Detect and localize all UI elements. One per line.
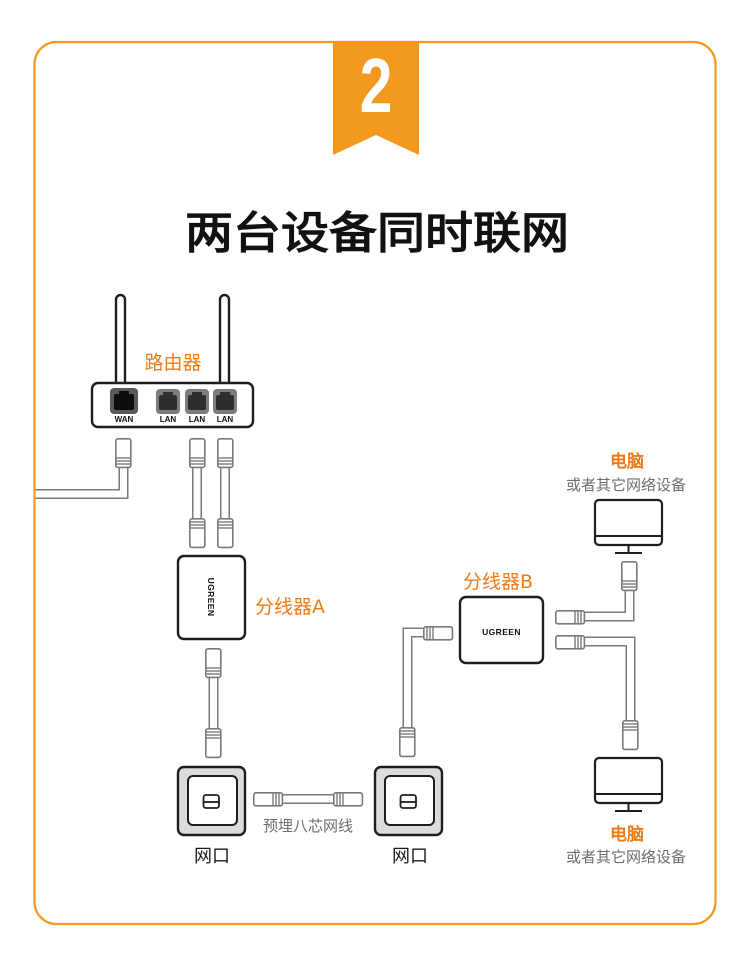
antenna-left — [114, 293, 127, 389]
router-icon: WAN LAN LAN LAN — [90, 293, 255, 429]
ethernet-connector-icon — [205, 647, 222, 679]
ethernet-connector-icon — [398, 726, 416, 758]
embedded-cable-label: 预埋八芯网线 — [263, 817, 353, 835]
lan-port-icon — [213, 389, 237, 414]
wan-port-icon — [110, 388, 138, 414]
ethernet-connector-icon — [189, 517, 206, 549]
ethernet-connector-icon — [621, 719, 639, 751]
ethernet-connector-icon — [422, 625, 454, 641]
step-number: 2 — [360, 43, 393, 129]
cable-wall-port-to-splitter-b — [402, 627, 426, 730]
router-label: 路由器 — [144, 352, 201, 374]
port-label-lan: LAN — [160, 415, 177, 424]
wall-port-label: 网口 — [194, 846, 230, 867]
splitter-a-label: 分线器A — [255, 596, 325, 618]
monitor-icon — [593, 756, 664, 812]
ethernet-connector-icon — [205, 727, 222, 759]
splitter-a-brand: UGREEN — [206, 578, 216, 617]
lan-port-icon — [185, 389, 209, 414]
step-banner: 2 — [333, 41, 419, 155]
splitter-b-label: 分线器B — [463, 571, 533, 593]
computer-1-sublabel: 或者其它网络设备 — [566, 476, 686, 494]
splitter-b-brand: UGREEN — [482, 627, 521, 637]
antenna-right — [218, 293, 231, 389]
computer-2-sublabel: 或者其它网络设备 — [566, 848, 686, 866]
ethernet-connector-icon — [332, 791, 364, 807]
port-label-lan: LAN — [189, 415, 206, 424]
wall-port-icon — [176, 765, 247, 837]
port-label-lan: LAN — [217, 415, 234, 424]
computer-1-label: 电脑 — [610, 451, 644, 472]
cable-splitter-b-to-computer-1 — [582, 588, 635, 622]
ethernet-connector-icon — [115, 437, 132, 469]
page-title: 两台设备同时联网 — [185, 208, 569, 259]
splitter-b-icon: UGREEN — [458, 595, 545, 665]
ethernet-connector-icon — [189, 437, 206, 469]
ethernet-connector-icon — [554, 609, 586, 625]
ethernet-connector-icon — [253, 791, 284, 807]
splitter-a-icon: UGREEN — [176, 554, 247, 641]
ethernet-connector-icon — [620, 560, 638, 592]
computer-2-label: 电脑 — [610, 824, 644, 845]
monitor-icon — [593, 498, 664, 554]
port-label-wan: WAN — [115, 415, 134, 424]
ethernet-connector-icon — [554, 634, 586, 650]
cable-wan-to-outside — [34, 466, 129, 499]
ethernet-connector-icon — [217, 517, 234, 549]
wall-port-icon — [373, 765, 444, 837]
lan-port-icon — [156, 389, 180, 414]
cable-splitter-b-to-computer-2 — [582, 636, 636, 723]
wall-port-label: 网口 — [392, 846, 428, 867]
ethernet-connector-icon — [217, 437, 234, 469]
